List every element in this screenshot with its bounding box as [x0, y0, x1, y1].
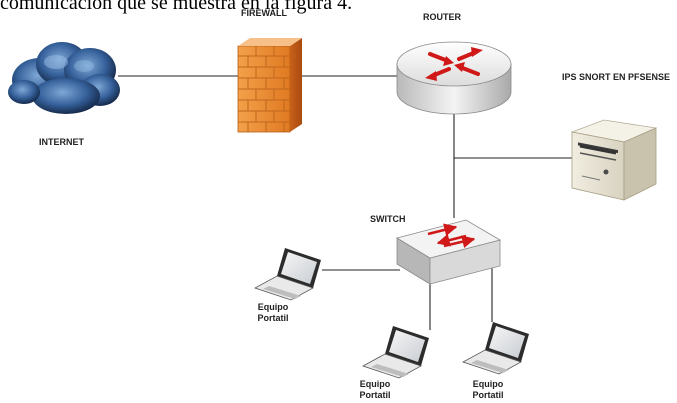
firewall-label: FIREWALL [241, 8, 287, 18]
caption-fragment: comunicación que se muestra en la figura… [0, 0, 353, 14]
laptop-icon [254, 248, 321, 301]
switch-icon [395, 219, 502, 285]
laptop-icon [362, 326, 429, 379]
router-label: ROUTER [423, 12, 461, 22]
laptop-label-line1: Equipo [257, 302, 289, 312]
switch-label: SWITCH [370, 214, 406, 224]
laptop-label-line2: Portatil [359, 390, 391, 400]
ips-label: IPS SNORT EN PFSENSE [562, 72, 671, 82]
ips-server-icon [570, 119, 658, 201]
laptop-label: Equipo Portatil [350, 379, 400, 401]
laptop-label-line1: Equipo [359, 379, 391, 389]
internet-label: INTERNET [39, 137, 84, 147]
firewall-icon [237, 38, 302, 133]
internet-cloud-icon [8, 42, 120, 114]
laptop-label: Equipo Portatil [463, 379, 513, 401]
laptop-label-line2: Portatil [472, 390, 504, 400]
laptop-label-line1: Equipo [472, 379, 504, 389]
laptop-label-line2: Portatil [257, 313, 289, 323]
laptop-icon [462, 322, 529, 375]
router-icon [396, 41, 512, 115]
laptop-label: Equipo Portatil [248, 302, 298, 324]
connections [118, 75, 572, 330]
